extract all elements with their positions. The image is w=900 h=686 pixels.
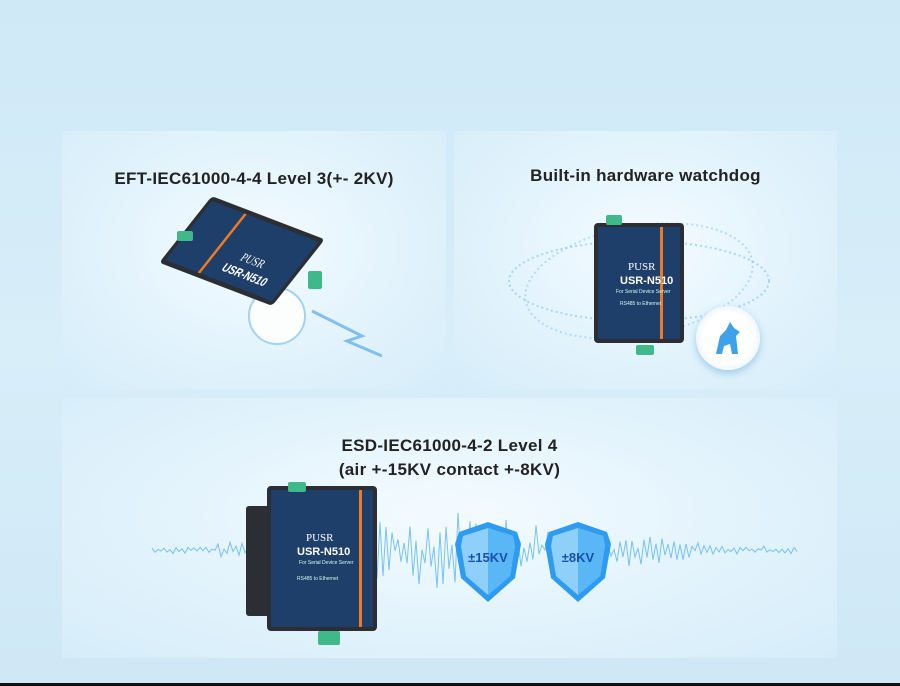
device-function: RS485 to Ethernet	[297, 576, 339, 582]
terminal-block	[318, 631, 340, 645]
esd-title-line1: ESD-IEC61000-4-2 Level 4	[341, 436, 558, 455]
shield-8kv-icon: ±8KV	[543, 520, 613, 604]
wolf-icon	[696, 306, 760, 370]
eft-panel: EFT-IEC61000-4-4 Level 3(+- 2KV) PUSR US…	[62, 131, 446, 389]
device-brand: PUSR	[628, 261, 656, 273]
device-subtitle: For Serial Device Server	[616, 289, 671, 295]
device-function: RS485 to Ethernet	[620, 301, 662, 307]
device-subtitle: For Serial Device Server	[299, 560, 354, 566]
terminal-block	[606, 215, 622, 225]
device-image: PUSR USR-N510 For Serial Device Server R…	[594, 223, 684, 343]
bottom-bar	[0, 683, 900, 686]
device-model: USR-N510	[620, 275, 674, 287]
data-rings	[508, 222, 770, 340]
watchdog-panel: Built-in hardware watchdog PUSR USR-N510…	[454, 131, 837, 389]
device-brand: PUSR	[306, 532, 334, 544]
watchdog-title: Built-in hardware watchdog	[530, 166, 761, 185]
shield-15kv-label: ±15KV	[468, 550, 508, 565]
esd-panel: ESD-IEC61000-4-2 Level 4 (air +-15KV con…	[62, 398, 837, 658]
shield-8kv-label: ±8KV	[561, 550, 595, 565]
mounting-bracket	[246, 506, 270, 616]
device-image: PUSR USR-N510 For Serial Device Server R…	[267, 486, 377, 631]
device-model: USR-N510	[297, 546, 351, 558]
terminal-block	[308, 271, 322, 289]
terminal-block	[177, 231, 193, 241]
esd-title-line2: (air +-15KV contact +-8KV)	[338, 460, 561, 479]
terminal-block	[288, 482, 306, 492]
shield-15kv-icon: ±15KV	[453, 520, 523, 604]
terminal-block	[636, 345, 654, 355]
eft-title: EFT-IEC61000-4-4 Level 3(+- 2KV)	[114, 169, 394, 188]
